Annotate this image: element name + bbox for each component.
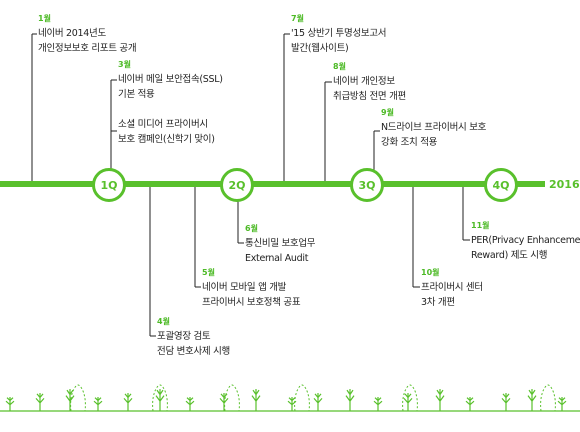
event-mar-campaign: 소셜 미디어 프라이버시 보호 캠페인(신학기 맞이) (118, 117, 215, 147)
sprout-icon (93, 397, 103, 411)
bush-icon (152, 384, 168, 412)
event-line: 네이버 2014년도 (38, 28, 106, 39)
event-mar: 3월 네이버 메일 보안접속(SSL) 기본 적용 (118, 60, 223, 102)
event-may: 5월 네이버 모바일 앱 개발 프라이버시 보호정책 공표 (202, 268, 301, 310)
bush-icon (540, 384, 556, 412)
sprout-icon (527, 389, 537, 411)
event-month: 3월 (118, 60, 131, 69)
event-line: 프라이버시 보호정책 공표 (202, 297, 301, 308)
event-line: 기본 적용 (118, 89, 155, 100)
event-month: 4월 (157, 317, 170, 326)
event-jan: 1월 네이버 2014년도 개인정보보호 리포트 공개 (38, 14, 137, 56)
event-month: 10월 (421, 268, 440, 277)
sprout-icon (185, 397, 195, 411)
quarter-marker-2q: 2Q (220, 168, 254, 202)
event-line: '15 상반기 투명성보고서 (291, 28, 387, 39)
event-line: 취급방침 전면 개편 (333, 91, 406, 102)
bush-icon (224, 384, 240, 412)
sprout-icon (501, 393, 511, 411)
quarter-marker-4q: 4Q (484, 168, 518, 202)
event-line: Reward) 제도 시행 (471, 250, 548, 261)
event-month: 9월 (381, 108, 394, 117)
sprout-icon (557, 397, 567, 411)
sprout-icon (313, 393, 323, 411)
event-month: 8월 (333, 62, 346, 71)
sprout-icon (287, 397, 297, 411)
sprout-icon (251, 389, 261, 411)
event-oct: 10월 프라이버시 센터 3차 개편 (421, 268, 483, 310)
connectors (31, 33, 470, 337)
event-month: 6월 (245, 224, 258, 233)
sprout-icon (465, 397, 475, 411)
event-line: 네이버 메일 보안접속(SSL) (118, 74, 223, 85)
event-month: 7월 (291, 14, 304, 23)
sprout-icon (155, 389, 165, 411)
event-line: 네이버 모바일 앱 개발 (202, 282, 287, 293)
event-nov: 11월 PER(Privacy Enhancement Reward) 제도 시… (471, 221, 580, 263)
ground-decoration (0, 384, 580, 412)
event-line: PER(Privacy Enhancement (471, 235, 580, 246)
bush-icon (294, 384, 310, 412)
sprout-icon (65, 389, 75, 411)
event-apr: 4월 포괄영장 검토 전담 변호사제 시행 (157, 317, 230, 359)
event-month: 1월 (38, 14, 51, 23)
event-line: 보호 캠페인(신학기 맞이) (118, 134, 215, 145)
timeline-bar (0, 181, 545, 187)
event-line: 네이버 개인정보 (333, 76, 395, 87)
quarter-marker-3q: 3Q (350, 168, 384, 202)
event-line: 포괄영장 검토 (157, 331, 211, 342)
sprout-icon (35, 393, 45, 411)
sprout-icon (403, 393, 413, 411)
event-line: N드라이브 프라이버시 보호 (381, 122, 487, 133)
sprout-icon (373, 397, 383, 411)
event-month: 5월 (202, 268, 215, 277)
year-label: 2016 (549, 178, 580, 191)
sprout-icon (5, 397, 15, 411)
bush-icon (402, 384, 418, 412)
sprout-icon (345, 389, 355, 411)
event-line: 개인정보보호 리포트 공개 (38, 43, 137, 54)
bush-icon (70, 384, 86, 412)
event-line: 발간(웹사이트) (291, 43, 349, 54)
event-jul: 7월 '15 상반기 투명성보고서 발간(웹사이트) (291, 14, 387, 56)
event-line: 프라이버시 센터 (421, 282, 483, 293)
event-line: External Audit (245, 253, 309, 264)
event-aug: 8월 네이버 개인정보 취급방침 전면 개편 (333, 62, 406, 104)
event-line: 3차 개편 (421, 297, 455, 308)
event-line: 강화 조치 적용 (381, 137, 438, 148)
event-line: 전담 변호사제 시행 (157, 346, 230, 357)
sprout-icon (219, 393, 229, 411)
sprout-icon (123, 393, 133, 411)
event-sep: 9월 N드라이브 프라이버시 보호 강화 조치 적용 (381, 108, 486, 150)
event-jun: 6월 통신비밀 보호업무 External Audit (245, 224, 316, 266)
event-month: 11월 (471, 221, 490, 230)
quarter-marker-1q: 1Q (92, 168, 126, 202)
event-line: 소셜 미디어 프라이버시 (118, 119, 208, 130)
sprout-icon (435, 389, 445, 411)
event-line: 통신비밀 보호업무 (245, 238, 316, 249)
